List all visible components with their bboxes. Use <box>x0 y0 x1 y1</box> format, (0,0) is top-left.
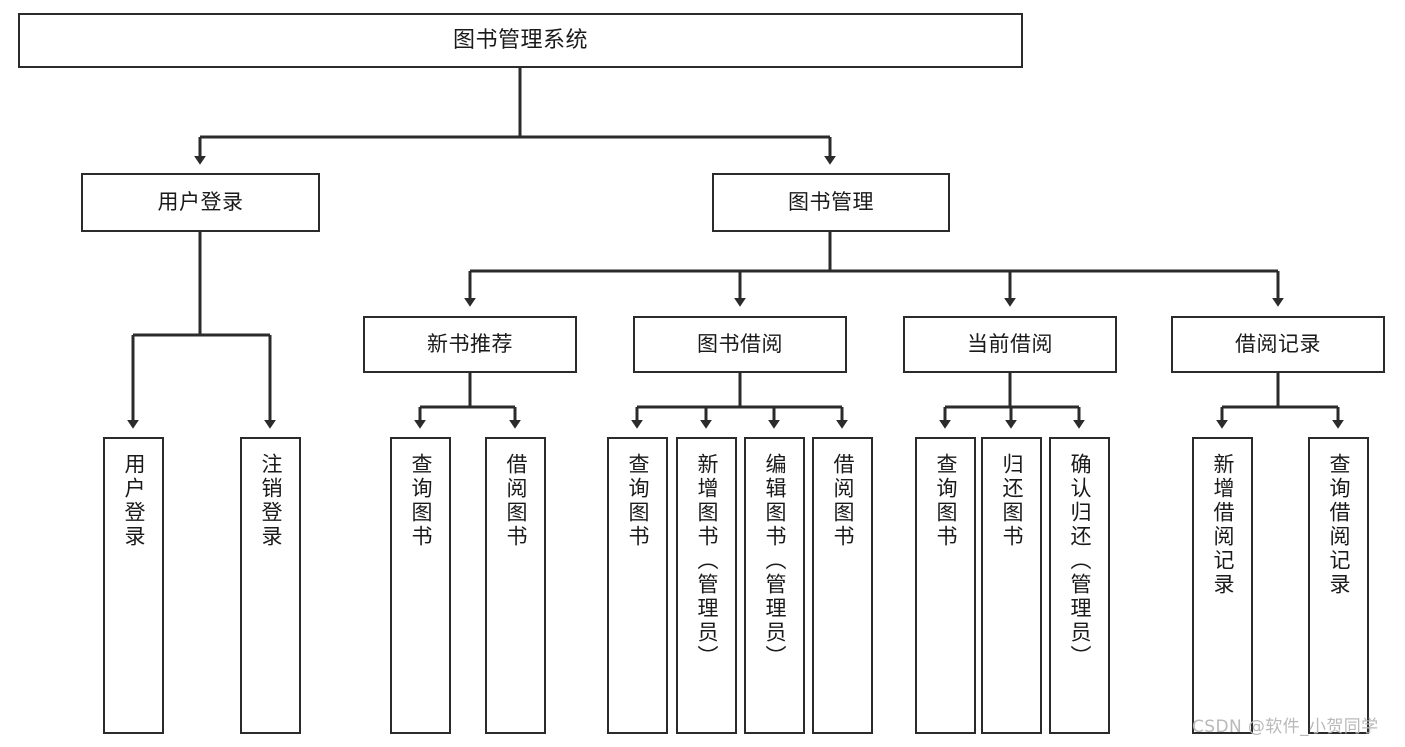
node-label: 查询图书 <box>409 453 433 549</box>
node-label: 归还图书 <box>1000 453 1024 549</box>
node-label: 借阅图书 <box>504 453 528 549</box>
node-label: 借阅记录 <box>1235 332 1321 357</box>
leaf-user-login[interactable]: 用户登录 <box>103 437 164 734</box>
node-label: 新增借阅记录 <box>1211 453 1235 597</box>
leaf-logout[interactable]: 注销登录 <box>240 437 301 734</box>
csdn-watermark: CSDN @软件_小贺同学 <box>1192 717 1379 737</box>
leaf-borrow-books-new[interactable]: 借阅图书 <box>485 437 546 734</box>
node-new-book-recommend[interactable]: 新书推荐 <box>363 316 577 373</box>
node-label: 新增图书（管理员） <box>695 453 719 669</box>
node-label: 查询图书 <box>626 453 650 549</box>
leaf-borrow-books[interactable]: 借阅图书 <box>812 437 873 734</box>
leaf-add-book-admin[interactable]: 新增图书（管理员） <box>676 437 737 734</box>
leaf-confirm-return-admin[interactable]: 确认归还（管理员） <box>1049 437 1110 734</box>
leaf-edit-book-admin[interactable]: 编辑图书（管理员） <box>744 437 805 734</box>
node-label: 新书推荐 <box>427 332 513 357</box>
node-label: 借阅图书 <box>831 453 855 549</box>
node-current-borrow[interactable]: 当前借阅 <box>903 316 1117 373</box>
leaf-query-books[interactable]: 查询图书 <box>607 437 668 734</box>
node-borrow-records[interactable]: 借阅记录 <box>1171 316 1385 373</box>
node-label: 图书管理系统 <box>452 27 588 53</box>
node-user-login[interactable]: 用户登录 <box>81 173 320 232</box>
node-root-system[interactable]: 图书管理系统 <box>18 13 1023 68</box>
node-label: 查询图书 <box>934 453 958 549</box>
leaf-add-borrow-record[interactable]: 新增借阅记录 <box>1192 437 1253 734</box>
node-label: 当前借阅 <box>967 332 1053 357</box>
node-label: 图书借阅 <box>697 332 783 357</box>
leaf-query-books-current[interactable]: 查询图书 <box>915 437 976 734</box>
node-label: 注销登录 <box>259 453 283 549</box>
node-label: 编辑图书（管理员） <box>763 453 787 669</box>
node-label: 图书管理 <box>788 190 874 215</box>
node-label: 确认归还（管理员） <box>1068 453 1092 669</box>
node-label: 用户登录 <box>157 190 244 215</box>
leaf-query-books-new[interactable]: 查询图书 <box>390 437 451 734</box>
leaf-return-books[interactable]: 归还图书 <box>981 437 1042 734</box>
leaf-query-borrow-record[interactable]: 查询借阅记录 <box>1308 437 1369 734</box>
node-label: 用户登录 <box>122 453 146 549</box>
node-book-management[interactable]: 图书管理 <box>712 173 950 232</box>
node-label: 查询借阅记录 <box>1327 453 1351 597</box>
node-book-borrow[interactable]: 图书借阅 <box>633 316 847 373</box>
